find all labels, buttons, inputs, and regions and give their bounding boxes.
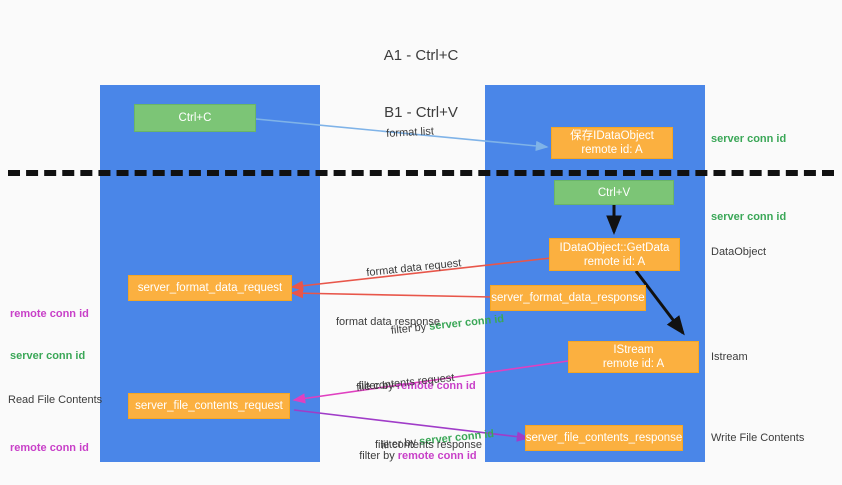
annotation-server-conn-id-top: server conn id bbox=[711, 133, 787, 145]
title-line-1: A1 - Ctrl+C bbox=[383, 47, 459, 64]
annotation-dataobject: DataObject bbox=[711, 246, 767, 258]
node-server-format-data-request-label: server_format_data_request bbox=[137, 282, 283, 294]
edge-label-format-data-response-text: format data response bbox=[336, 316, 440, 328]
edge-label-format-list: format list bbox=[373, 109, 435, 157]
edge-label-file-contents-response: file contents response bbox=[375, 408, 482, 483]
node-server-file-contents-request-label: server_file_contents_request bbox=[135, 400, 283, 412]
filter-prefix: filter by bbox=[358, 380, 397, 392]
edge-label-file-contents-request-text: file contents request bbox=[355, 371, 455, 395]
node-server-format-data-response-label: server_format_data_response bbox=[491, 292, 645, 304]
node-save-idataobject[interactable]: 保存IDataObject remote id: A bbox=[551, 127, 673, 159]
phase-divider bbox=[8, 170, 834, 176]
node-istream[interactable]: IStream remote id: A bbox=[568, 341, 699, 373]
edge-label-file-contents-response-filter: filter by remote conn id bbox=[347, 434, 477, 479]
node-idataobject-getdata-line1: IDataObject::GetData bbox=[559, 241, 670, 254]
edge-label-file-contents-response-text: file contents response bbox=[375, 439, 483, 451]
annotation-read-file-contents: Read File Contents bbox=[8, 394, 103, 406]
title-line-2: B1 - Ctrl+V bbox=[384, 104, 458, 121]
edge-label-format-data-request-text: format data request bbox=[365, 257, 462, 280]
annotation-server-conn-id-1: server conn id bbox=[10, 350, 86, 362]
page-title: A1 - Ctrl+C B1 - Ctrl+V bbox=[0, 8, 842, 160]
edge-label-format-data-response: format data response filter by remote co… bbox=[336, 285, 476, 439]
edge-label-format-data-response-filter: filter by remote conn id bbox=[340, 364, 476, 409]
node-server-format-data-request[interactable]: server_format_data_request bbox=[128, 275, 292, 301]
node-ctrl-c[interactable]: Ctrl+C bbox=[134, 104, 256, 132]
node-save-idataobject-line2: remote id: A bbox=[581, 144, 643, 156]
edge-label-format-list-text: format list bbox=[385, 125, 435, 140]
node-server-format-data-response[interactable]: server_format_data_response bbox=[490, 285, 646, 311]
node-istream-line1: IStream bbox=[613, 344, 654, 356]
annotation-istream: Istream bbox=[711, 351, 748, 363]
filter-prefix: filter by bbox=[359, 450, 398, 462]
node-server-file-contents-request[interactable]: server_file_contents_request bbox=[128, 393, 290, 419]
filter-key-remote-conn-id: remote conn id bbox=[397, 450, 477, 462]
node-save-idataobject-line1: 保存IDataObject bbox=[570, 130, 654, 142]
node-idataobject-getdata[interactable]: IDataObject::GetData remote id: A bbox=[549, 238, 680, 271]
node-server-file-contents-response-label: server_file_contents_response bbox=[525, 432, 683, 444]
annotation-conn-id-group-2: remote conn id server conn id bbox=[10, 413, 89, 485]
annotation-remote-conn-id-2: remote conn id bbox=[10, 442, 89, 454]
annotation-write-file-contents: Write File Contents bbox=[711, 432, 805, 444]
filter-key-remote-conn-id: remote conn id bbox=[396, 380, 476, 392]
node-server-file-contents-response[interactable]: server_file_contents_response bbox=[525, 425, 683, 451]
node-istream-line2: remote id: A bbox=[602, 358, 665, 370]
node-idataobject-getdata-line2: remote id: A bbox=[583, 255, 646, 268]
node-ctrl-v[interactable]: Ctrl+V bbox=[554, 180, 674, 205]
node-ctrl-c-label: Ctrl+C bbox=[178, 112, 212, 124]
annotation-conn-id-group-1: remote conn id server conn id bbox=[10, 279, 89, 391]
node-ctrl-v-label: Ctrl+V bbox=[597, 186, 631, 199]
annotation-server-conn-id-mid: server conn id bbox=[711, 211, 787, 223]
annotation-remote-conn-id-1: remote conn id bbox=[10, 308, 89, 320]
